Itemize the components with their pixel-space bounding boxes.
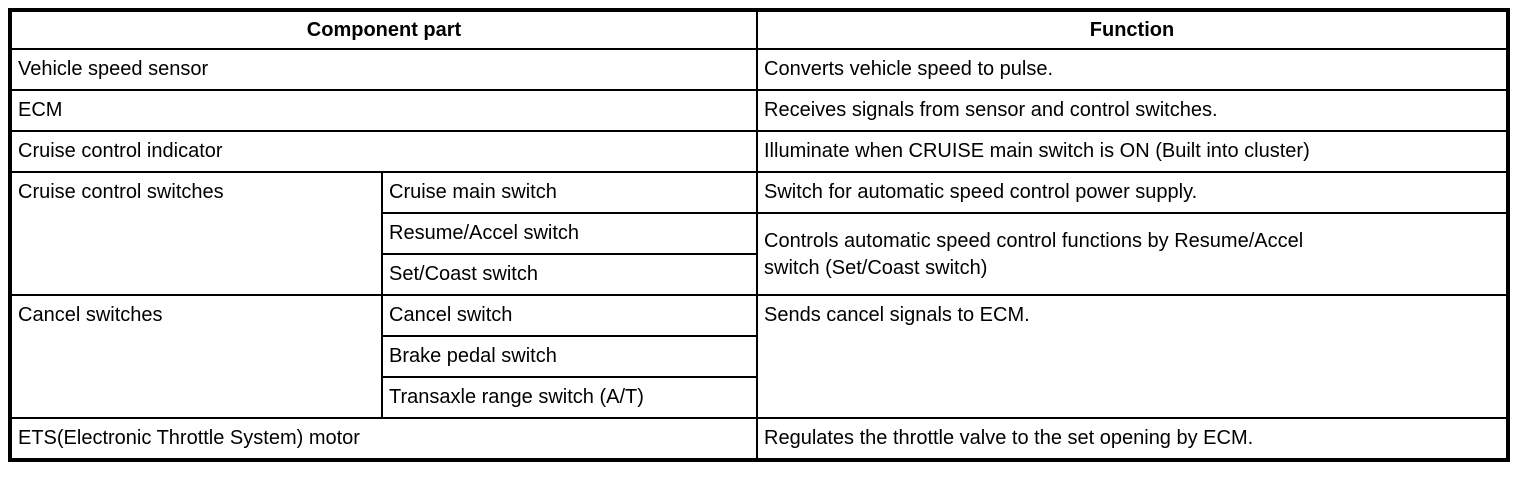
table-row: Cruise control indicator Illuminate when…	[9, 130, 1509, 173]
table-row: ECM Receives signals from sensor and con…	[9, 89, 1509, 132]
table-row: Resume/Accel switch Controls automatic s…	[10, 212, 1509, 296]
table-row: Transaxle range switch (A/T)	[10, 376, 1508, 419]
table-row: Set/Coast switch	[10, 253, 1508, 296]
cell-ecm: ECM	[9, 89, 758, 132]
cell-ets-motor: ETS(Electronic Throttle System) motor	[9, 417, 758, 461]
cell-brake-pedal-switch: Brake pedal switch	[381, 335, 758, 378]
header-function: Function	[756, 9, 1509, 50]
table-row: Cruise control switches Cruise main swit…	[9, 171, 1509, 296]
cell-vehicle-speed-sensor-function: Converts vehicle speed to pulse.	[756, 48, 1509, 91]
table-row: Cancel switches Cancel switch Sends canc…	[9, 294, 1509, 419]
table-row: ETS(Electronic Throttle System) motor Re…	[9, 417, 1509, 461]
cell-vehicle-speed-sensor: Vehicle speed sensor	[9, 48, 758, 91]
cell-cancel-switch: Cancel switch	[381, 294, 758, 337]
cell-set-coast-switch: Set/Coast switch	[381, 253, 758, 296]
table-header-row: Component part Function	[9, 9, 1509, 50]
cell-cruise-control-indicator-function: Illuminate when CRUISE main switch is ON…	[756, 130, 1509, 173]
cell-cruise-control-switches-group: Cruise control switches	[9, 171, 383, 296]
cell-resume-set-function: Controls automatic speed control functio…	[756, 212, 1509, 296]
cell-cancel-function: Sends cancel signals to ECM.	[756, 294, 1509, 419]
cell-ets-motor-function: Regulates the throttle valve to the set …	[756, 417, 1509, 461]
cell-transaxle-range-switch: Transaxle range switch (A/T)	[381, 376, 758, 419]
cell-ecm-function: Receives signals from sensor and control…	[756, 89, 1509, 132]
cell-cruise-main-switch: Cruise main switch	[381, 171, 758, 214]
cell-resume-accel-switch: Resume/Accel switch	[381, 212, 758, 255]
component-function-table: Component part Function Vehicle speed se…	[8, 8, 1510, 462]
header-component-part: Component part	[9, 9, 758, 50]
cell-cruise-main-switch-function: Switch for automatic speed control power…	[756, 171, 1509, 214]
cell-cancel-switches-group: Cancel switches	[9, 294, 383, 419]
cell-cruise-control-indicator: Cruise control indicator	[9, 130, 758, 173]
table-row: Vehicle speed sensor Converts vehicle sp…	[9, 48, 1509, 91]
table-row: Brake pedal switch	[10, 335, 1508, 378]
